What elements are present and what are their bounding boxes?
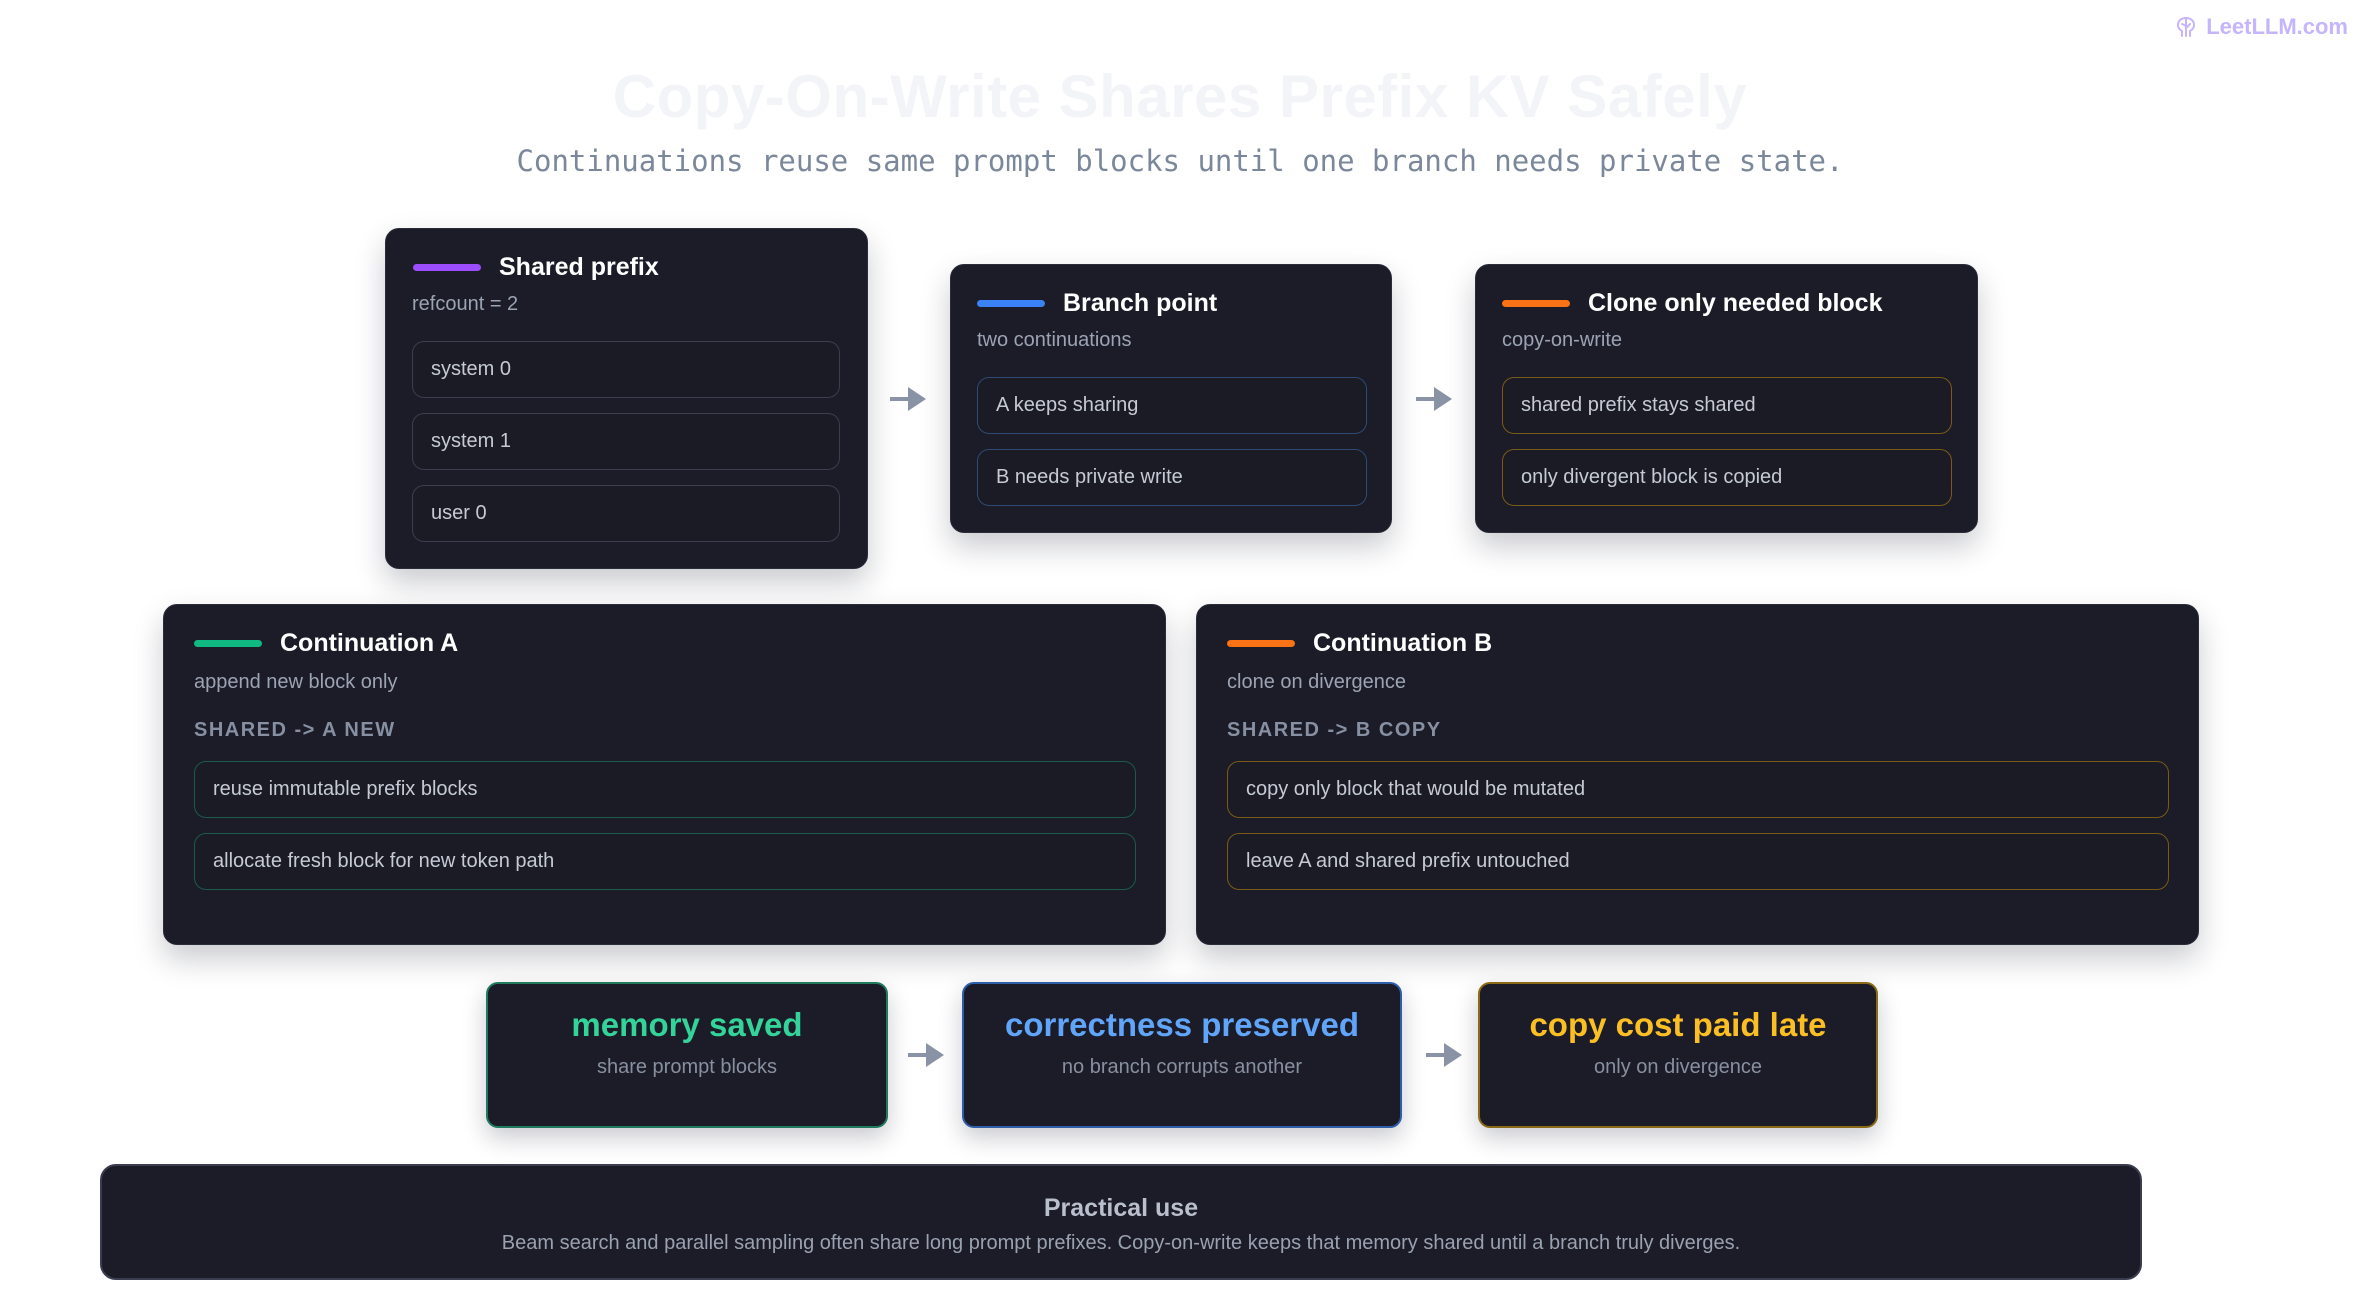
page-subtitle: Continuations reuse same prompt blocks u… [516, 144, 1844, 178]
card-subtitle: two continuations [977, 329, 1132, 351]
section-label: SHARED -> A NEW [194, 719, 396, 741]
arrow-right-icon [1416, 387, 1452, 411]
card-subtitle: copy-on-write [1502, 329, 1623, 351]
card-title: Branch point [1063, 289, 1218, 317]
card-title: Shared prefix [499, 253, 659, 281]
outcome-memory-saved: memory saved share prompt blocks [486, 982, 888, 1128]
card-title: Clone only needed block [1588, 289, 1883, 317]
page-title: Copy-On-Write Shares Prefix KV Safely [612, 63, 1748, 130]
continuation-a-card: Continuation A append new block only SHA… [163, 604, 1166, 945]
block-item: only divergent block is copied [1502, 449, 1952, 506]
card-title: Continuation B [1313, 629, 1493, 657]
accent-bar [194, 640, 262, 647]
brain-logo-icon [2177, 17, 2196, 37]
arrow-right-icon [890, 387, 926, 411]
practical-use-panel: Practical use Beam search and parallel s… [100, 1164, 2142, 1280]
outcome-subtitle: only on divergence [1594, 1056, 1762, 1078]
practical-title: Practical use [1043, 1194, 1199, 1222]
accent-bar [977, 300, 1045, 307]
brand-name[interactable]: LeetLLM.com [2206, 14, 2348, 39]
branch-point-card: Branch point two continuations A keeps s… [950, 264, 1392, 533]
outcome-subtitle: share prompt blocks [596, 1056, 778, 1078]
block-item: leave A and shared prefix untouched [1227, 833, 2169, 890]
block-item: system 1 [412, 413, 840, 470]
outcome-copy-cost: copy cost paid late only on divergence [1478, 982, 1878, 1128]
card-subtitle: refcount = 2 [412, 293, 519, 315]
accent-bar [1502, 300, 1570, 307]
brand-logo[interactable]: LeetLLM.com [2174, 14, 2348, 40]
shared-prefix-card: Shared prefix refcount = 2 system 0 syst… [385, 228, 868, 569]
card-subtitle: append new block only [194, 671, 398, 693]
outcome-title: memory saved [571, 1006, 803, 1043]
outcome-title: correctness preserved [1004, 1006, 1360, 1043]
accent-bar [1227, 640, 1295, 647]
arrow-right-icon [1426, 1043, 1462, 1067]
block-item: reuse immutable prefix blocks [194, 761, 1136, 818]
practical-body: Beam search and parallel sampling often … [501, 1232, 1741, 1254]
block-item: system 0 [412, 341, 840, 398]
outcome-correctness-preserved: correctness preserved no branch corrupts… [962, 982, 1402, 1128]
block-item: B needs private write [977, 449, 1367, 506]
continuation-b-card: Continuation B clone on divergence SHARE… [1196, 604, 2199, 945]
block-item: A keeps sharing [977, 377, 1367, 434]
card-title: Continuation A [280, 629, 459, 657]
block-item: shared prefix stays shared [1502, 377, 1952, 434]
block-item: copy only block that would be mutated [1227, 761, 2169, 818]
clone-block-card: Clone only needed block copy-on-write sh… [1475, 264, 1978, 533]
section-label: SHARED -> B COPY [1227, 719, 1442, 741]
outcome-subtitle: no branch corrupts another [1061, 1056, 1303, 1078]
card-subtitle: clone on divergence [1227, 671, 1407, 693]
block-item: user 0 [412, 485, 840, 542]
outcome-title: copy cost paid late [1529, 1006, 1827, 1043]
arrow-right-icon [908, 1043, 944, 1067]
block-item: allocate fresh block for new token path [194, 833, 1136, 890]
accent-bar [413, 264, 481, 271]
